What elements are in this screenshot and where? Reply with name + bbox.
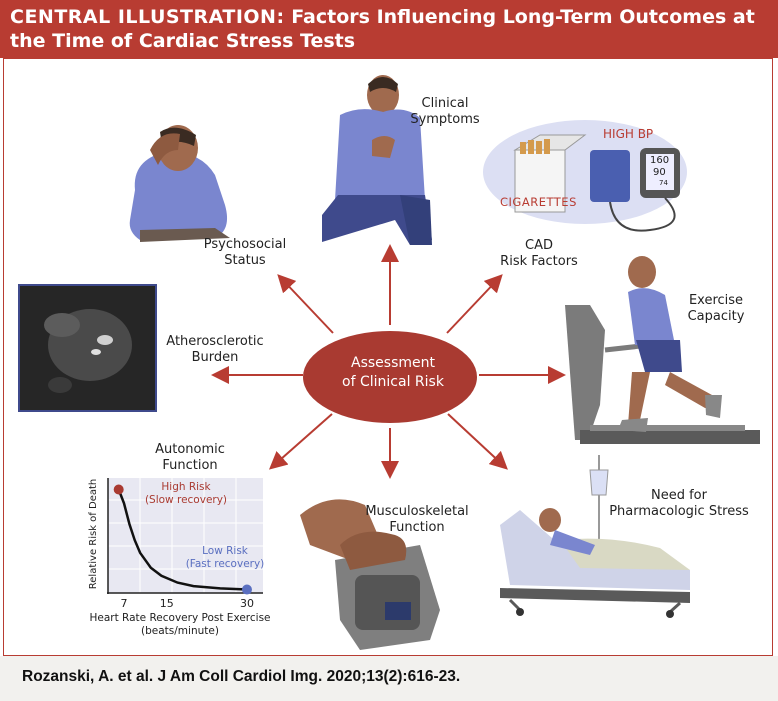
chart-xlabel: Heart Rate Recovery Post Exercise (beats… xyxy=(89,612,271,637)
chart-x-tick-7: 7 xyxy=(121,597,128,610)
ct-scan-image xyxy=(18,284,157,412)
chart-series-line xyxy=(117,489,248,591)
arrows xyxy=(211,244,566,479)
bp-reading-pulse: 74 xyxy=(659,179,668,187)
chart-ticks: 7 15 30 xyxy=(121,597,254,610)
label-autonomic-function: Autonomic Function xyxy=(155,442,225,473)
title-label: CENTRAL ILLUSTRATION: xyxy=(10,6,285,28)
cigarette-pack xyxy=(514,149,566,213)
illustration-frame xyxy=(3,58,773,656)
label-cigarettes: CIGARETTES xyxy=(500,195,577,209)
annotation-high-risk: High Risk (Slow recovery) xyxy=(144,481,228,506)
label-atherosclerotic-burden: Atherosclerotic Burden xyxy=(166,334,264,365)
bp-cuff xyxy=(590,150,630,202)
chart-ylabel: Relative Risk of Death xyxy=(88,478,99,590)
pharmacologic-figure xyxy=(500,455,690,618)
header-banner: CENTRAL ILLUSTRATION: Factors Influencin… xyxy=(0,0,778,58)
label-high-bp: HIGH BP xyxy=(603,127,654,141)
label-clinical-symptoms: Clinical Symptoms xyxy=(410,96,480,127)
label-musculoskeletal-function: Musculoskeletal Function xyxy=(365,504,469,535)
annotation-low-risk: Low Risk (Fast recovery) xyxy=(185,545,265,570)
chart-x-tick-30: 30 xyxy=(240,597,254,610)
exercise-figure xyxy=(565,256,760,444)
chart-point-low-risk xyxy=(241,584,252,595)
arrow-up-right xyxy=(446,274,503,334)
arrow-up-left xyxy=(277,274,334,334)
label-pharmacologic-stress: Need for Pharmacologic Stress xyxy=(609,488,749,519)
arrow-down-right xyxy=(447,413,508,470)
bp-reading-systolic: 160 xyxy=(650,155,670,166)
chart-point-high-risk xyxy=(113,484,124,495)
risk-factors-figure xyxy=(483,120,687,232)
page-title: CENTRAL ILLUSTRATION: Factors Influencin… xyxy=(10,5,770,53)
arrow-down-left xyxy=(269,413,333,470)
footer: Rozanski, A. et al. J Am Coll Cardiol Im… xyxy=(0,656,778,701)
citation: Rozanski, A. et al. J Am Coll Cardiol Im… xyxy=(22,668,461,685)
bp-reading-diastolic: 90 xyxy=(653,167,666,178)
center-label: Assessment of Clinical Risk xyxy=(342,355,444,390)
clinical-symptoms-figure xyxy=(322,75,432,245)
chart-x-tick-15: 15 xyxy=(160,597,174,610)
label-psychosocial-status: Psychosocial Status xyxy=(203,237,287,268)
hrr-chart: 7 15 30 xyxy=(107,478,263,610)
psychosocial-figure xyxy=(129,125,230,242)
title-text: Factors Influencing Long-Term Outcomes a… xyxy=(10,6,755,52)
label-cad-risk-factors: CAD Risk Factors xyxy=(500,238,578,269)
label-exercise-capacity: Exercise Capacity xyxy=(687,293,745,324)
musculoskeletal-figure xyxy=(300,499,440,650)
assessment-ellipse xyxy=(303,331,477,423)
